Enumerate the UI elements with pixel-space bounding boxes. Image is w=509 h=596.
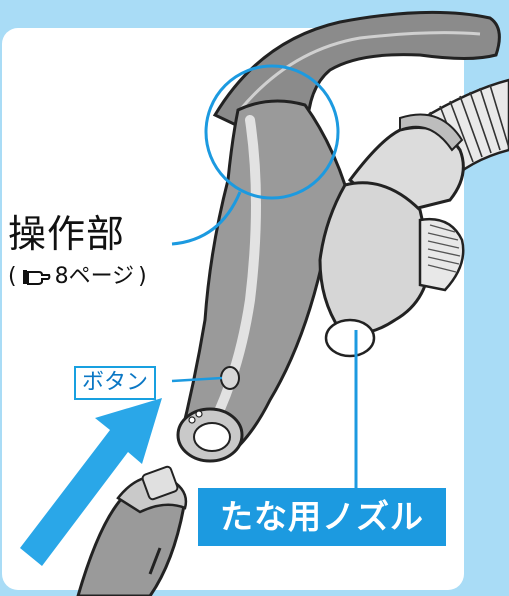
- button-label: ボタン: [74, 366, 157, 400]
- page-reference: ( 8ページ ): [8, 263, 147, 291]
- shelf-nozzle: [318, 181, 465, 358]
- page-reference-text: 8ページ: [54, 264, 135, 289]
- release-button: [220, 366, 240, 390]
- shelf-nozzle-label: たな用ノズル: [198, 488, 446, 546]
- control-section-label: 操作部: [8, 212, 126, 256]
- zoom-callout-circle: [204, 64, 340, 200]
- insert-arrow: [20, 398, 162, 566]
- pointing-hand-icon: [22, 270, 50, 285]
- page-reference-close-paren: ): [138, 264, 147, 289]
- page-reference-open-paren: (: [8, 264, 17, 289]
- attachment-tool: [76, 465, 188, 596]
